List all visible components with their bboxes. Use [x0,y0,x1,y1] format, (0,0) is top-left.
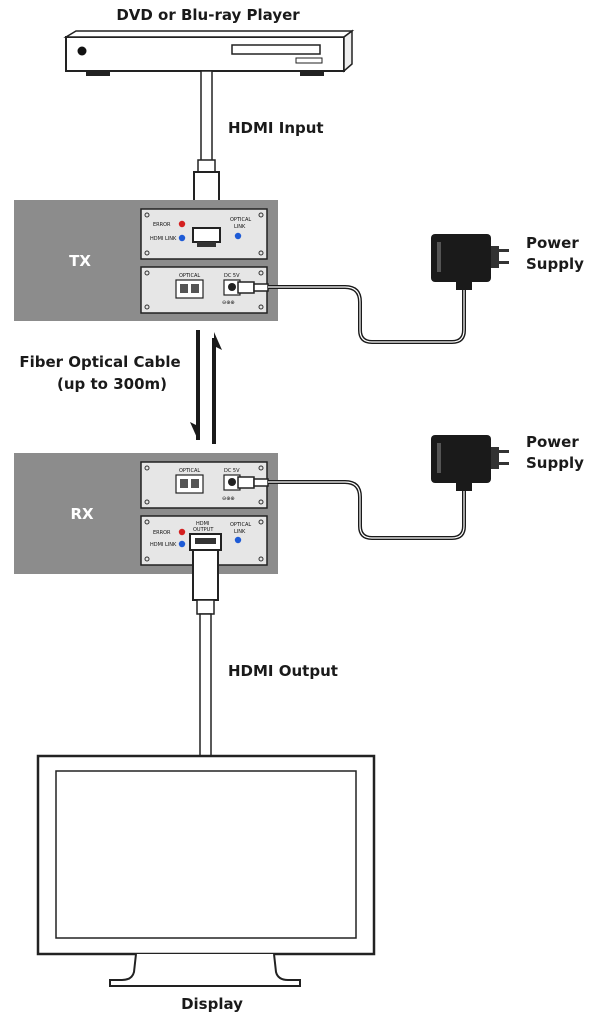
hdmi-input-label: HDMI Input [228,119,324,137]
rx-power-adapter-icon [431,435,509,491]
rx-hdmi-link-led-icon [178,540,186,548]
tx-power-adapter-icon [431,234,509,290]
hdmi-output-label: HDMI Output [228,662,338,680]
hdmi-output-cable [192,549,219,757]
svg-text:DC 5V: DC 5V [224,468,240,474]
display-monitor-icon [36,754,376,987]
svg-text:OPTICAL: OPTICAL [230,522,251,528]
rx-power-cable [237,476,466,540]
svg-text:ERROR: ERROR [153,530,171,536]
svg-text:HDMI: HDMI [196,521,209,527]
rx-unit: RX OPTICAL DC 5V ⊖⊕⊕ ERROR HDMI [14,453,278,574]
svg-text:HDMI LINK: HDMI LINK [150,542,177,548]
error-led-icon [178,220,186,228]
svg-text:DC 5V: DC 5V [224,273,240,279]
svg-text:ERROR: ERROR [153,222,171,228]
power-supply-rx-label-1: Power [526,433,579,451]
svg-text:⊖⊕⊕: ⊖⊕⊕ [222,496,235,502]
dvd-player-device [63,29,355,76]
svg-text:OPTICAL: OPTICAL [179,468,200,474]
fiber-cable-label-1: Fiber Optical Cable [19,353,180,371]
tx-label: TX [69,252,91,270]
power-supply-rx-label-2: Supply [526,454,584,472]
rx-label: RX [70,505,94,523]
svg-text:OUTPUT: OUTPUT [193,527,214,533]
power-button-icon [77,46,87,56]
power-supply-tx-label-2: Supply [526,255,584,273]
svg-text:OPTICAL: OPTICAL [230,217,251,223]
disc-tray-icon [231,44,321,55]
fiber-direction-arrows-icon [190,330,222,444]
source-label: DVD or Blu-ray Player [116,6,300,24]
tx-unit: TX ERROR HDMI LINK OPTICAL LINK OPTIC [14,200,278,321]
rx-error-led-icon [178,528,186,536]
svg-text:LINK: LINK [234,224,246,230]
svg-text:LINK: LINK [234,529,246,535]
svg-text:HDMI LINK: HDMI LINK [150,236,177,242]
hdmi-link-led-icon [178,234,186,242]
tx-power-cable [237,281,466,344]
fiber-cable-label-2: (up to 300m) [57,375,167,393]
optical-link-led-icon [234,232,242,240]
rx-optical-link-led-icon [234,536,242,544]
power-supply-tx-label-1: Power [526,234,579,252]
display-label: Display [181,995,243,1013]
svg-text:⊖⊕⊕: ⊖⊕⊕ [222,300,235,306]
svg-text:OPTICAL: OPTICAL [179,273,200,279]
